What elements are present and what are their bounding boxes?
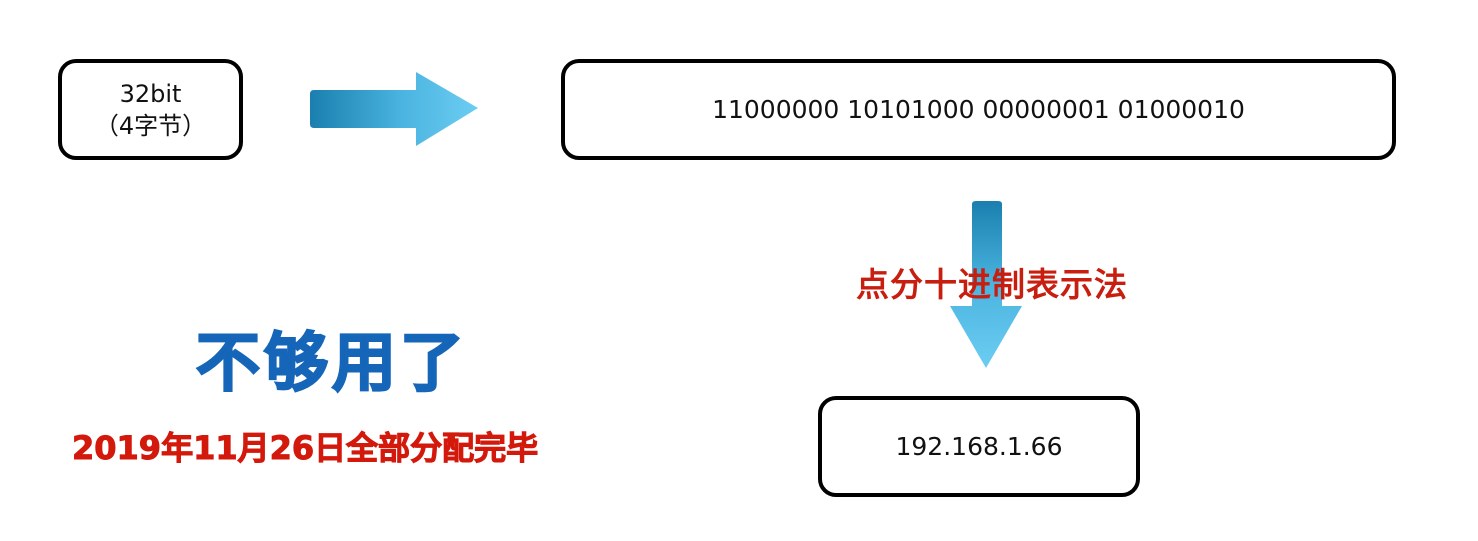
dotted-decimal-notation-label: 点分十进制表示法 bbox=[856, 265, 1128, 304]
binary-address-text: 11000000 10101000 00000001 01000010 bbox=[712, 95, 1245, 124]
exhaustion-date-label: 2019年11月26日全部分配完毕 bbox=[72, 429, 539, 468]
dotted-decimal-ip-box: 192.168.1.66 bbox=[818, 396, 1140, 497]
ip-address-text: 192.168.1.66 bbox=[895, 432, 1063, 461]
binary-address-box: 11000000 10101000 00000001 01000010 bbox=[561, 59, 1396, 160]
bit-width-label: 32bit bbox=[119, 79, 182, 108]
not-enough-label: 不够用了 bbox=[195, 326, 468, 402]
arrow-right-icon bbox=[310, 72, 478, 146]
arrow-down-icon bbox=[950, 201, 1022, 368]
byte-count-label: （4字节） bbox=[94, 111, 207, 140]
bit-width-box: 32bit （4字节） bbox=[58, 59, 243, 160]
